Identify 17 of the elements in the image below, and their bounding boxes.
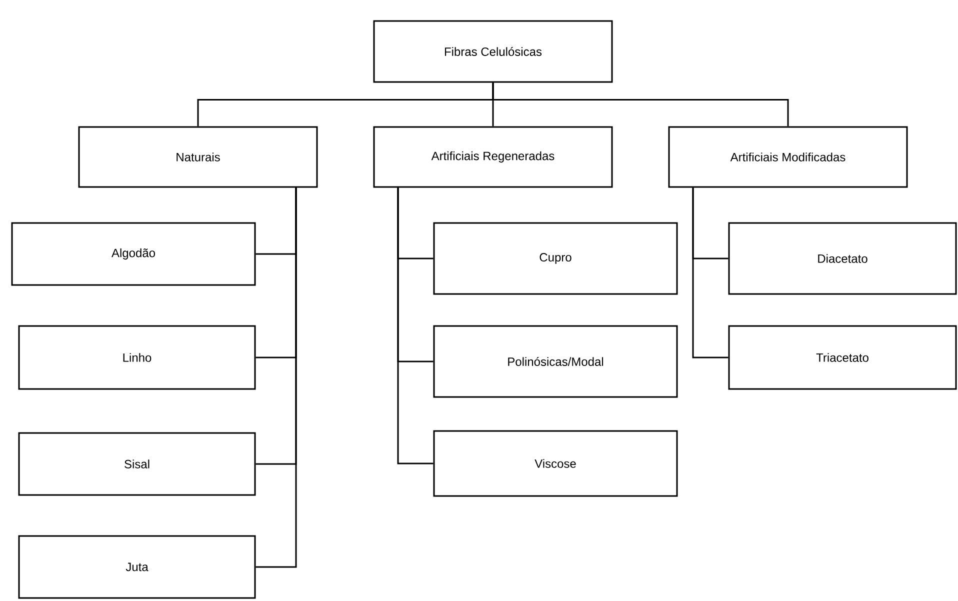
connector-line <box>256 188 297 568</box>
category-box: Viscose <box>433 430 678 497</box>
category-box: Juta <box>18 535 256 599</box>
connector-line <box>397 188 434 464</box>
category-box: Artificiais Regeneradas <box>373 126 613 188</box>
connector-line <box>692 188 728 358</box>
category-box: Algodão <box>11 222 256 286</box>
category-box: Fibras Celulósicas <box>373 20 613 83</box>
category-box: Polinósicas/Modal <box>433 325 678 398</box>
category-box: Cupro <box>433 222 678 295</box>
category-box: Triacetato <box>728 325 957 390</box>
category-box: Naturais <box>78 126 318 188</box>
category-box: Artificiais Modificadas <box>668 126 908 188</box>
category-box: Sisal <box>18 432 256 496</box>
category-box: Linho <box>18 325 256 390</box>
category-box: Diacetato <box>728 222 957 295</box>
connector-line <box>492 82 789 126</box>
